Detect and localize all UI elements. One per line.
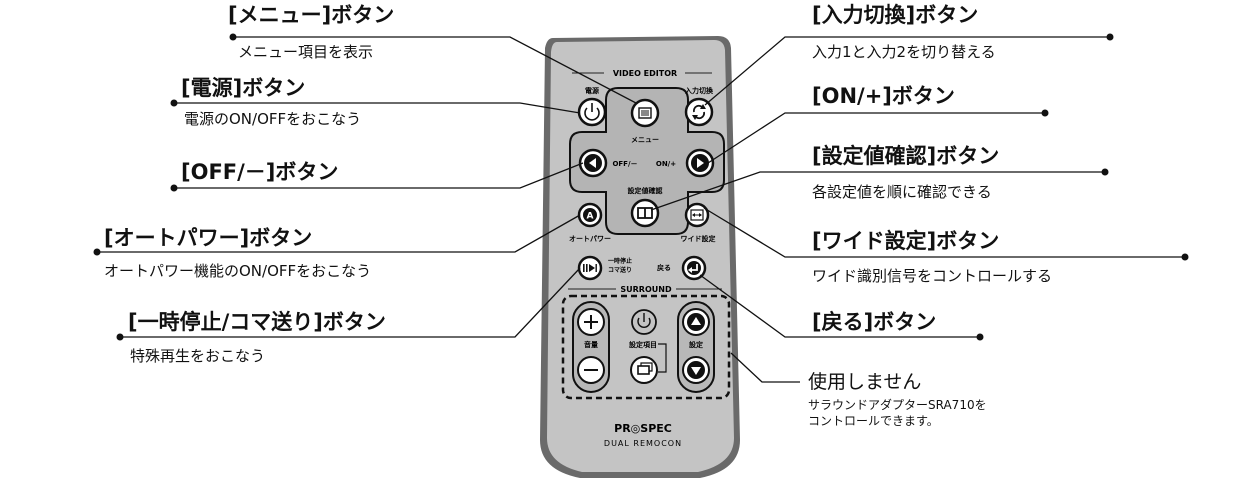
auto-power-icon: A [587,212,594,222]
callout-confirm-desc: 各設定値を順に確認できる [812,183,992,201]
auto-power-button[interactable]: A [577,202,603,228]
leader-auto-power [97,214,581,253]
callout-back-title: [戻る]ボタン [812,310,937,334]
callout-menu-desc: メニュー項目を表示 [238,43,374,61]
callout-wide-title: [ワイド設定]ボタン [812,229,1000,253]
arrow-down-icon [691,367,701,375]
leader-wide [703,207,1185,258]
callout-auto-power-desc: オートパワー機能のON/OFFをおこなう [104,262,372,280]
wide-icon [690,209,704,221]
power-icon [584,103,600,121]
arrow-up-icon [691,317,701,325]
remote-power-label: 電源 [585,86,599,95]
leader-unused [730,352,800,383]
on-plus-button[interactable] [685,148,715,178]
pause-frame-button[interactable] [577,255,603,281]
model-name: DUAL REMOCON [604,439,682,448]
remote-menu-label: メニュー [631,136,659,144]
setting-down-button[interactable] [682,356,710,384]
wide-setting-button[interactable] [684,202,710,228]
leader-power [174,102,581,114]
setting-item-label: 設定項目 [629,340,657,349]
surround-area [561,294,731,400]
callout-confirm-title: [設定値確認]ボタン [812,144,1000,168]
plus-icon [584,315,598,329]
leader-input [704,36,1110,106]
remote-pause-label-2: コマ送り [608,266,632,274]
callout-on-title: [ON/+]ボタン [812,84,955,108]
leader-dots [93,33,1189,341]
leader-off [174,162,584,189]
input-switch-button[interactable] [684,97,714,127]
remote-on-label: ON/+ [656,160,676,168]
remote-wide-label: ワイド設定 [681,234,716,243]
pause-play-icon [583,264,597,272]
callout-pause-desc: 特殊再生をおこなう [130,347,266,365]
cycle-arrows-icon [692,104,706,120]
surround-power-button[interactable] [631,309,657,335]
remote-confirm-label: 設定値確認 [628,186,663,195]
leader-back [699,274,980,338]
leader-menu [233,36,637,104]
callout-pause-title: [一時停止/コマ送り]ボタン [128,310,386,334]
remote-header: VIDEO EDITOR [613,69,677,78]
callout-unused-desc-1: サラウンドアダプターSRA710を [808,398,987,412]
remote-control: VIDEO EDITOR 電源 入力切換 メニュー OFF/－ ON/+ 設定値… [540,36,740,478]
volume-down-button[interactable] [577,356,605,384]
setting-up-button[interactable] [682,308,710,336]
volume-label: 音量 [584,340,598,349]
arrow-left-icon [589,158,596,168]
leader-lines [97,36,1185,383]
callout-unused-title: 使用しません [808,371,922,393]
menu-icon [638,107,652,119]
return-arrow-icon [688,264,698,273]
remote-back-label: 戻る [656,263,671,272]
confirm-button[interactable] [630,198,660,228]
callout-menu-title: [メニュー]ボタン [228,3,395,27]
remote-auto-label: オートパワー [569,234,611,243]
off-minus-button[interactable] [578,148,608,178]
power-icon [637,313,651,328]
callout-power-title: [電源]ボタン [181,76,306,100]
callout-power-desc: 電源のON/OFFをおこなう [184,110,362,128]
surround-header: SURROUND [620,285,672,294]
back-button[interactable] [681,255,707,281]
setting-item-button[interactable] [630,356,658,384]
callout-input-desc: 入力1と入力2を切り替える [812,43,996,61]
leader-confirm [650,171,1105,211]
callout-unused-desc-2: コントロールできます。 [808,414,939,428]
callout-wide-desc: ワイド識別信号をコントロールする [812,267,1053,285]
callout-input-title: [入力切換]ボタン [812,3,979,27]
callout-off-title: [OFF/－]ボタン [181,160,339,184]
remote-off-label: OFF/－ [612,160,637,168]
remote-input-label: 入力切換 [684,86,714,95]
volume-up-button[interactable] [577,308,605,336]
leader-on [707,112,1045,164]
power-button[interactable] [577,97,607,127]
remote-pause-label-1: 一時停止 [608,257,632,265]
menu-button[interactable] [630,98,660,128]
window-icon [637,362,653,375]
book-icon [637,207,653,219]
arrow-right-icon [697,158,704,168]
brand-logo: PR◎SPEC [614,422,672,435]
setting-label: 設定 [689,340,703,349]
leader-pause [120,267,581,338]
callout-auto-power-title: [オートパワー]ボタン [104,226,313,250]
